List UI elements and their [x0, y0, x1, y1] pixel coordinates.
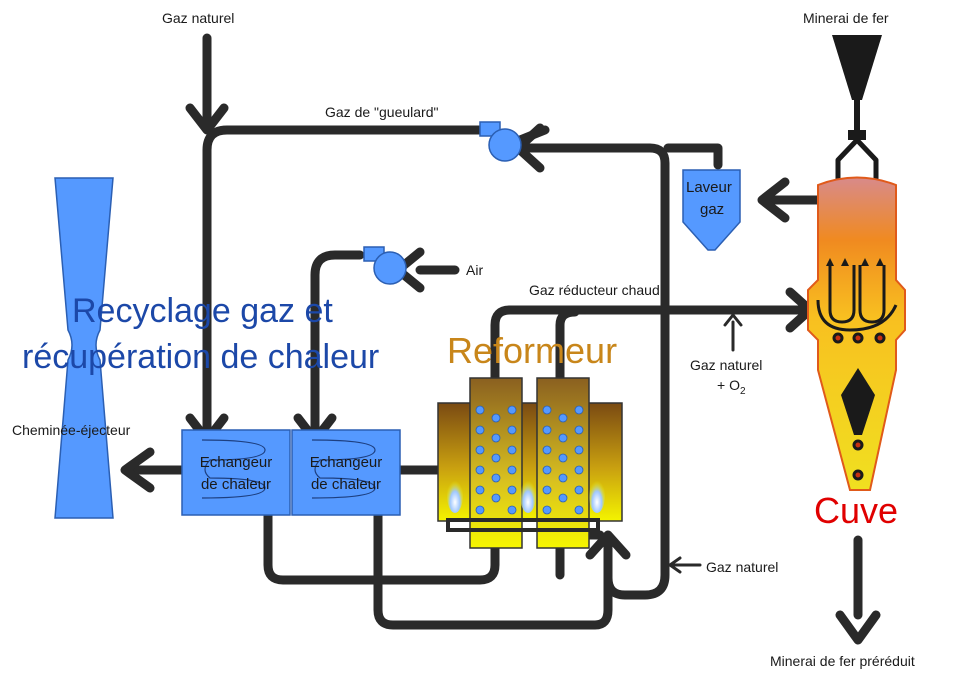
label-gaz-naturel-o2-l1: Gaz naturel	[690, 357, 763, 373]
heat-exchanger-1	[181, 429, 291, 516]
echangeur-1-line2: de chaleur	[200, 476, 272, 493]
echangeur-1-line1: Echangeur	[199, 454, 273, 471]
title-reformeur: Reformeur	[447, 330, 618, 371]
chimney-ejector	[54, 177, 114, 519]
label-echangeur-1: Echangeur de chaleur	[184, 452, 288, 496]
small-arrows	[667, 312, 743, 574]
label-gaz-gueulard: Gaz de "gueulard"	[325, 104, 439, 120]
title-cuve: Cuve	[814, 490, 899, 531]
label-air: Air	[466, 262, 484, 278]
label-minerai-top: Minerai de fer	[803, 10, 889, 26]
label-laveur-l2: gaz	[700, 201, 725, 218]
label-laveur-l1: Laveur	[686, 179, 732, 196]
label-echangeur-2: Echangeur de chaleur	[294, 452, 398, 496]
label-gaz-naturel-o2-l2: + O2	[717, 377, 746, 397]
title-recyclage-line2: récupération de chaleur	[22, 338, 380, 376]
gueulard-fan	[479, 121, 522, 162]
heat-exchanger-2	[291, 429, 401, 516]
echangeur-2-line1: Echangeur	[309, 454, 383, 471]
label-gaz-reducteur: Gaz réducteur chaud	[529, 282, 660, 298]
burner-flames	[447, 477, 605, 513]
label-minerai-bottom: Minerai de fer préréduit	[770, 653, 915, 669]
echangeur-2-line2: de chaleur	[310, 476, 382, 493]
label-gaz-naturel-top: Gaz naturel	[162, 10, 235, 26]
shaft-furnace	[807, 176, 906, 491]
title-recyclage-line1: Recyclage gaz et	[72, 292, 333, 330]
label-cheminee: Cheminée-éjecteur	[12, 422, 131, 438]
air-fan	[363, 246, 407, 285]
label-gaz-naturel-bottom: Gaz naturel	[706, 559, 779, 575]
gas-scrubber	[682, 169, 741, 251]
o2-subscript: 2	[739, 385, 746, 397]
reformer-furnace	[437, 377, 623, 549]
